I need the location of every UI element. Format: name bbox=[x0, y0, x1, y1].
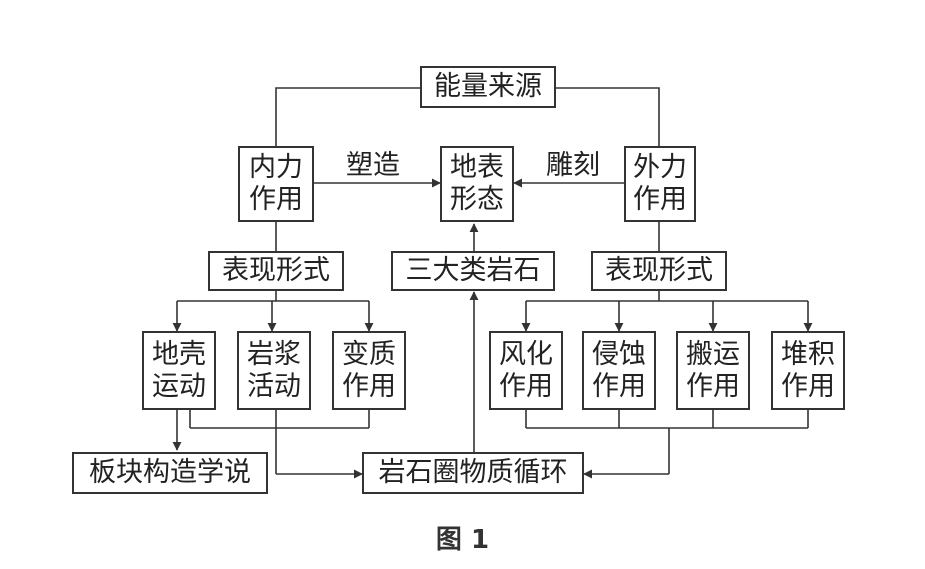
crustal-movement-box: 地壳 运动 bbox=[142, 331, 216, 410]
transport-box: 搬运 作用 bbox=[676, 331, 750, 410]
shaping-label: 塑造 bbox=[346, 150, 400, 181]
weathering-box: 风化 作用 bbox=[489, 331, 563, 410]
external-force-box: 外力 作用 bbox=[624, 146, 696, 222]
energy-source-box: 能量来源 bbox=[420, 66, 556, 108]
magmatic-activity-box: 岩浆 活动 bbox=[237, 331, 311, 410]
deposition-box: 堆积 作用 bbox=[771, 331, 845, 410]
surface-form-box: 地表 形态 bbox=[440, 146, 514, 222]
manifestation-left-box: 表现形式 bbox=[208, 251, 344, 291]
three-rock-types-box: 三大类岩石 bbox=[391, 251, 555, 291]
internal-force-box: 内力 作用 bbox=[238, 146, 314, 222]
carving-label: 雕刻 bbox=[546, 150, 600, 181]
manifestation-right-box: 表现形式 bbox=[591, 251, 727, 291]
metamorphism-box: 变质 作用 bbox=[332, 331, 406, 410]
rock-cycle-box: 岩石圈物质循环 bbox=[362, 452, 584, 494]
erosion-box: 侵蚀 作用 bbox=[582, 331, 656, 410]
energy-to-internal-line bbox=[275, 87, 420, 148]
figure-caption: 图 1 bbox=[435, 525, 490, 555]
plate-tectonics-box: 板块构造学说 bbox=[72, 452, 268, 494]
energy-to-external-line bbox=[556, 87, 660, 148]
